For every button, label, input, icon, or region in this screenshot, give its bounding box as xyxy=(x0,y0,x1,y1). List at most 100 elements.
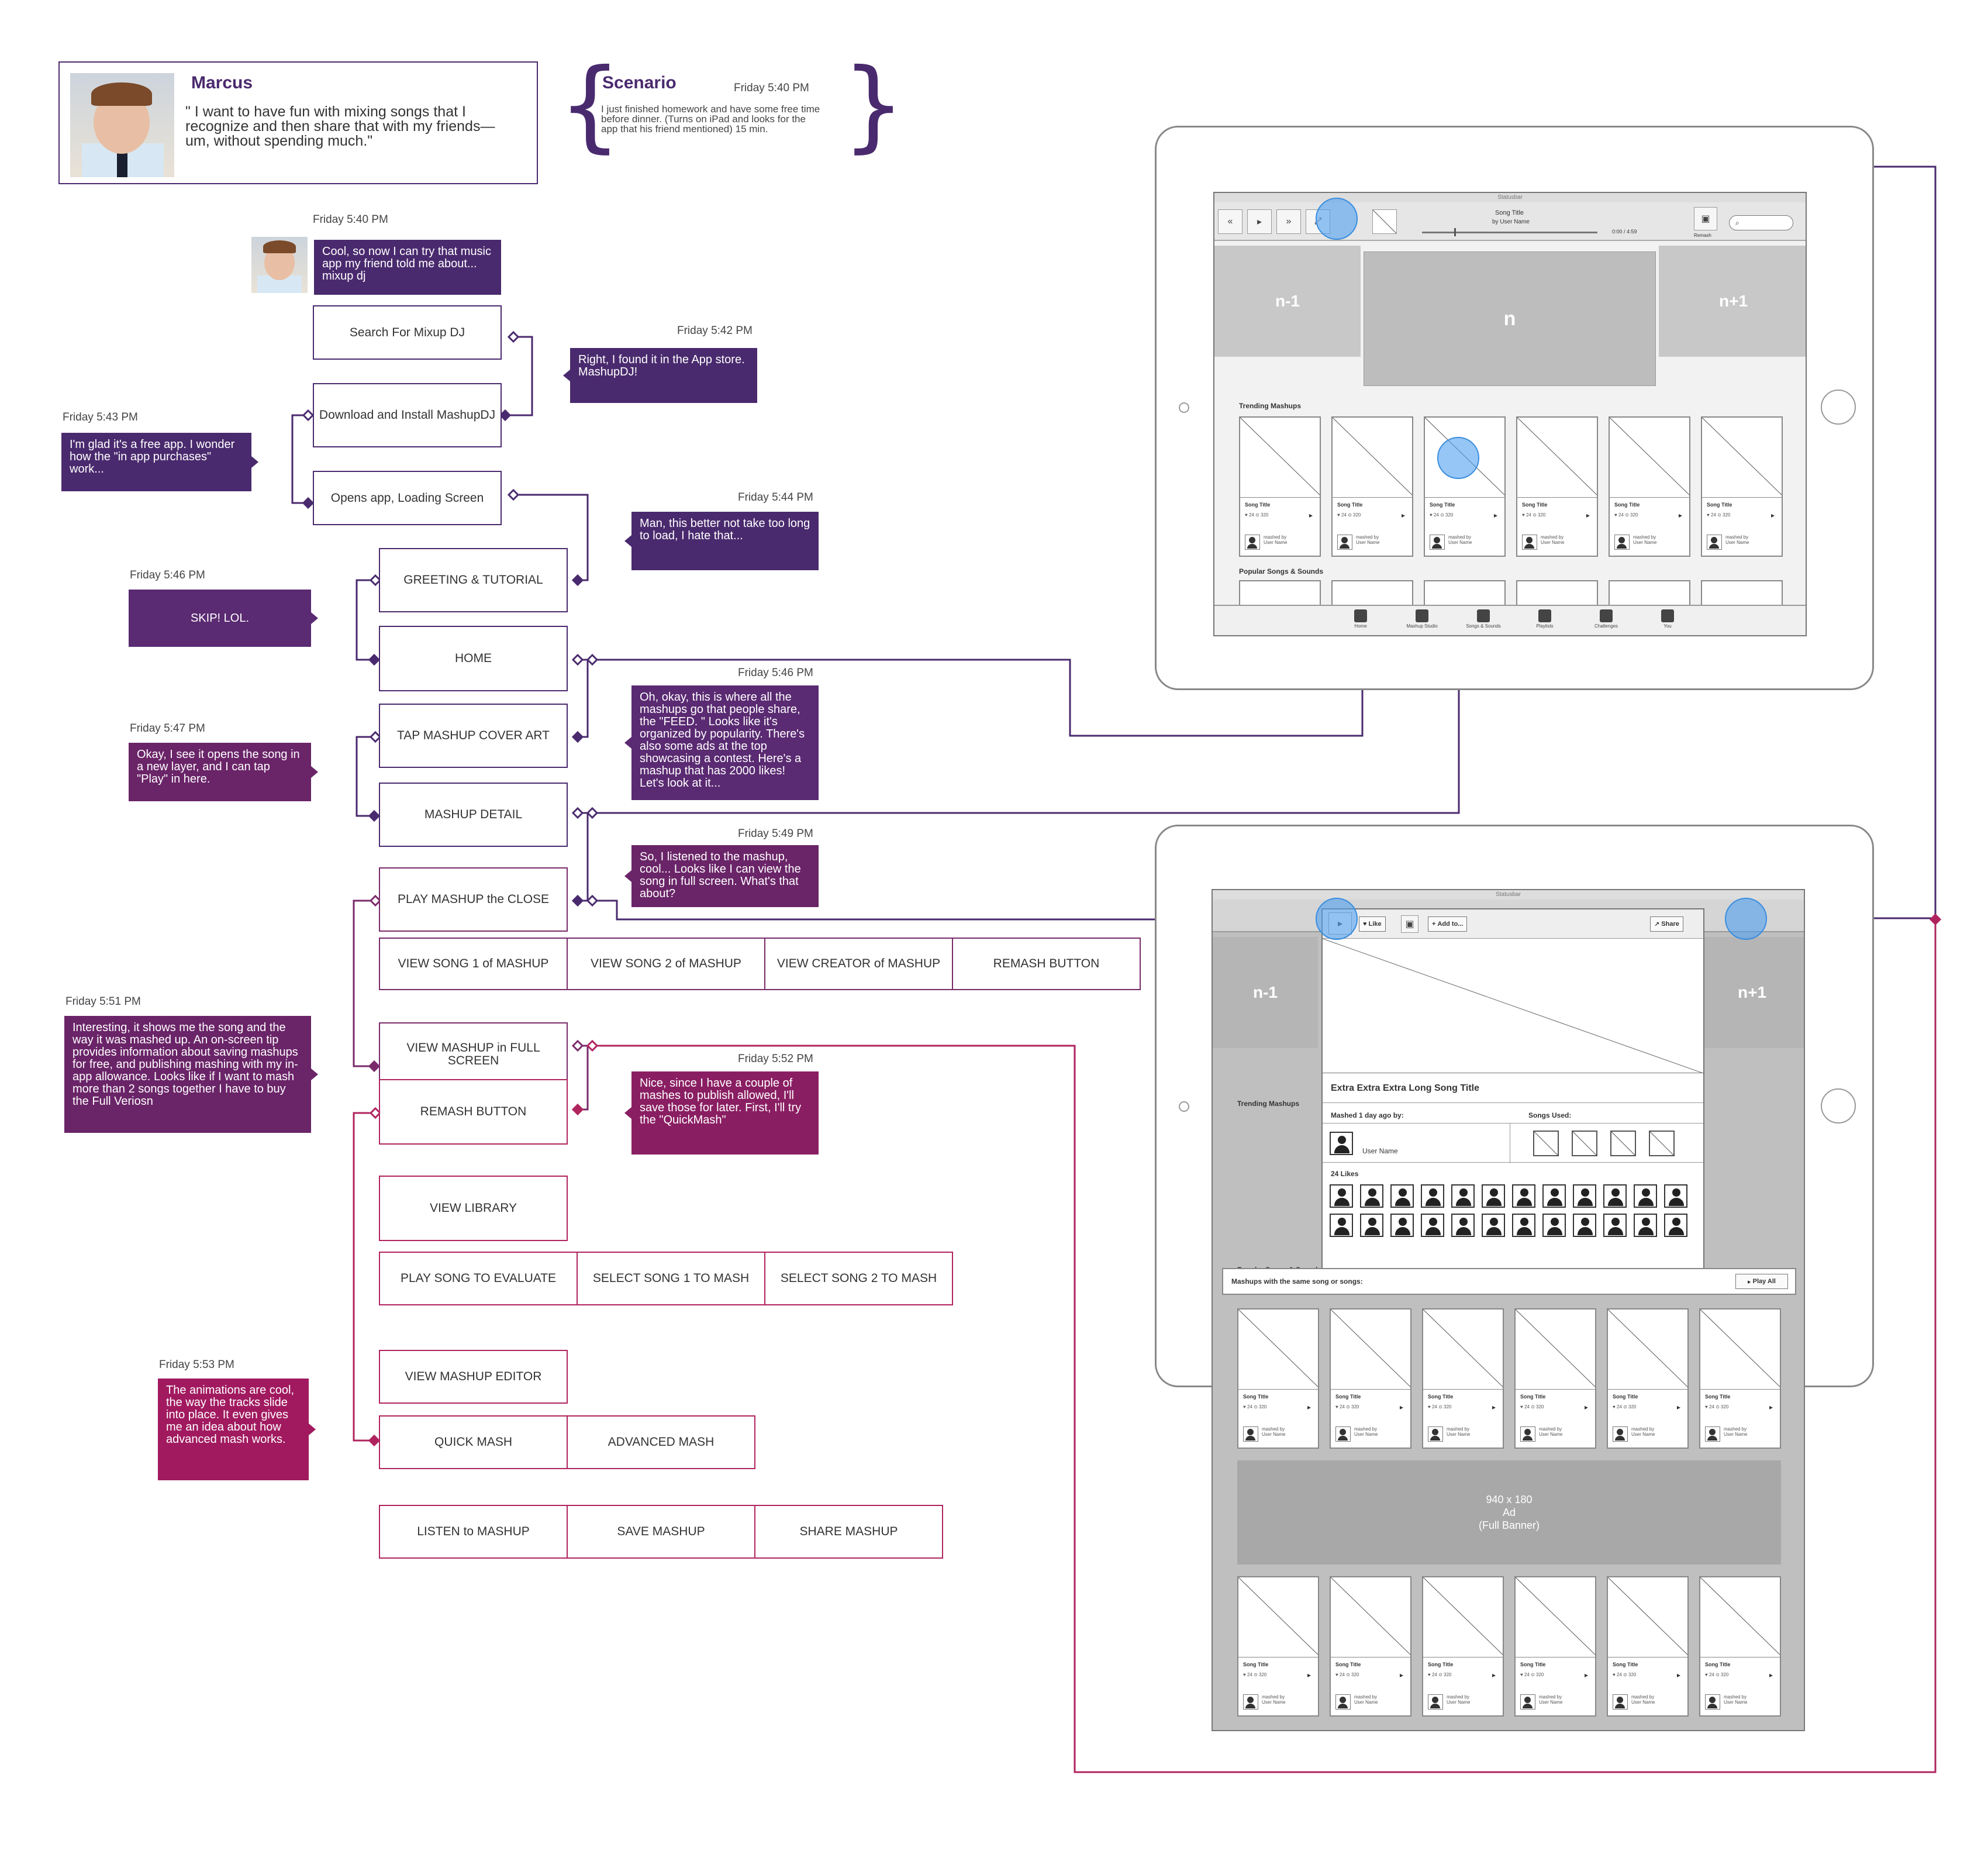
user-avatar-icon[interactable] xyxy=(1243,1426,1258,1442)
card-cover-art[interactable] xyxy=(1423,1309,1503,1390)
carousel-current[interactable]: n xyxy=(1364,251,1656,386)
step-select-song1[interactable]: SELECT SONG 1 TO MASH xyxy=(577,1252,765,1305)
liker-avatar[interactable] xyxy=(1634,1184,1657,1208)
hotspot-play[interactable] xyxy=(1316,898,1358,940)
card-cover-art[interactable] xyxy=(1516,1309,1595,1390)
step-search[interactable]: Search For Mixup DJ xyxy=(313,305,502,360)
liker-avatar[interactable] xyxy=(1451,1184,1475,1208)
step-home[interactable]: HOME xyxy=(379,626,568,691)
step-view-editor[interactable]: VIEW MASHUP EDITOR xyxy=(379,1350,568,1404)
step-view-song1[interactable]: VIEW SONG 1 of MASHUP xyxy=(379,938,568,990)
step-tap-cover-art[interactable]: TAP MASHUP COVER ART xyxy=(379,704,568,768)
step-save[interactable]: SAVE MASHUP xyxy=(567,1505,755,1559)
liker-avatar[interactable] xyxy=(1603,1214,1627,1237)
card-cover-art[interactable] xyxy=(1238,1309,1318,1390)
progress-thumb[interactable] xyxy=(1454,228,1456,236)
play-icon[interactable]: ▸ xyxy=(1309,511,1313,519)
popular-card[interactable] xyxy=(1609,580,1690,609)
liker-avatar[interactable] xyxy=(1573,1184,1596,1208)
share-button[interactable]: ↗ Share xyxy=(1650,916,1683,932)
card-cover-art[interactable] xyxy=(1516,1577,1595,1657)
liker-avatar[interactable] xyxy=(1634,1214,1657,1237)
card-cover-art[interactable] xyxy=(1331,1309,1410,1390)
user-avatar-icon[interactable] xyxy=(1337,535,1352,550)
step-remash-button[interactable]: REMASH BUTTON xyxy=(379,1079,568,1145)
user-avatar-icon[interactable] xyxy=(1430,535,1445,550)
play-icon[interactable]: ▸ xyxy=(1676,1403,1680,1411)
step-view-song2[interactable]: VIEW SONG 2 of MASHUP xyxy=(567,938,765,990)
liker-avatar[interactable] xyxy=(1512,1214,1535,1237)
user-avatar-icon[interactable] xyxy=(1520,1694,1535,1710)
card-cover-art[interactable] xyxy=(1700,1309,1780,1390)
play-icon[interactable]: ▸ xyxy=(1492,1403,1496,1411)
liker-avatar[interactable] xyxy=(1573,1214,1596,1237)
user-avatar-icon[interactable] xyxy=(1428,1694,1443,1710)
play-icon[interactable]: ▸ xyxy=(1584,1671,1588,1679)
card-cover-art[interactable] xyxy=(1331,1577,1410,1657)
step-select-song2[interactable]: SELECT SONG 2 TO MASH xyxy=(764,1252,953,1305)
rewind-icon[interactable]: « xyxy=(1218,209,1242,234)
search-icon[interactable]: ⌕ xyxy=(1729,215,1793,230)
remash-icon[interactable]: ▣ xyxy=(1694,207,1717,230)
hotspot-close[interactable] xyxy=(1725,898,1767,940)
popular-card[interactable] xyxy=(1239,580,1321,609)
play-icon[interactable]: ▸ xyxy=(1586,511,1590,519)
card-cover-art[interactable] xyxy=(1238,1577,1318,1657)
step-remash-row[interactable]: REMASH BUTTON xyxy=(952,938,1141,990)
card-cover-art[interactable] xyxy=(1610,418,1689,498)
user-avatar-icon[interactable] xyxy=(1705,1694,1720,1710)
card-cover-art[interactable] xyxy=(1423,1577,1503,1657)
liker-avatar[interactable] xyxy=(1664,1214,1687,1237)
liker-avatar[interactable] xyxy=(1542,1184,1566,1208)
detail-cover-art[interactable] xyxy=(1322,938,1704,1074)
card-cover-art[interactable] xyxy=(1608,1577,1687,1657)
liker-avatar[interactable] xyxy=(1482,1184,1505,1208)
card-cover-art[interactable] xyxy=(1700,1577,1780,1657)
step-download[interactable]: Download and Install MashupDJ xyxy=(313,383,502,447)
play-icon[interactable]: ▸ xyxy=(1676,1671,1680,1679)
liker-avatar[interactable] xyxy=(1360,1214,1383,1237)
play-icon[interactable]: ▸ xyxy=(1492,1671,1496,1679)
popular-card[interactable] xyxy=(1331,580,1413,609)
card-cover-art[interactable] xyxy=(1702,418,1782,498)
user-avatar-icon[interactable] xyxy=(1520,1426,1535,1442)
like-button[interactable]: ♥ Like xyxy=(1359,916,1386,932)
song-used-thumb[interactable] xyxy=(1610,1131,1636,1156)
step-share[interactable]: SHARE MASHUP xyxy=(754,1505,943,1559)
tab-you[interactable]: You xyxy=(1638,606,1697,635)
step-view-full-screen[interactable]: VIEW MASHUP in FULL SCREEN xyxy=(379,1022,568,1087)
album-thumb[interactable] xyxy=(1372,209,1397,234)
song-used-thumb[interactable] xyxy=(1533,1131,1559,1156)
popular-card[interactable] xyxy=(1516,580,1598,609)
play-icon[interactable]: ▸ xyxy=(1770,511,1775,519)
carousel-next[interactable]: n+1 xyxy=(1659,246,1806,357)
card-cover-art[interactable] xyxy=(1608,1309,1687,1390)
step-play-close[interactable]: PLAY MASHUP the CLOSE xyxy=(379,867,568,932)
step-view-creator[interactable]: VIEW CREATOR of MASHUP xyxy=(764,938,953,990)
liker-avatar[interactable] xyxy=(1421,1214,1444,1237)
ad-banner[interactable]: 940 x 180 Ad (Full Banner) xyxy=(1237,1460,1781,1564)
step-quick-mash[interactable]: QUICK MASH xyxy=(379,1415,568,1469)
song-used-thumb[interactable] xyxy=(1572,1131,1597,1156)
user-avatar-icon[interactable] xyxy=(1245,535,1260,550)
card-cover-art[interactable] xyxy=(1517,418,1597,498)
progress-track[interactable] xyxy=(1422,232,1597,233)
liker-avatar[interactable] xyxy=(1542,1214,1566,1237)
card-cover-art[interactable] xyxy=(1333,418,1412,498)
add-to-button[interactable]: + Add to... xyxy=(1428,916,1468,932)
hotspot-trending-card[interactable] xyxy=(1437,437,1479,479)
creator-avatar[interactable] xyxy=(1330,1132,1353,1155)
